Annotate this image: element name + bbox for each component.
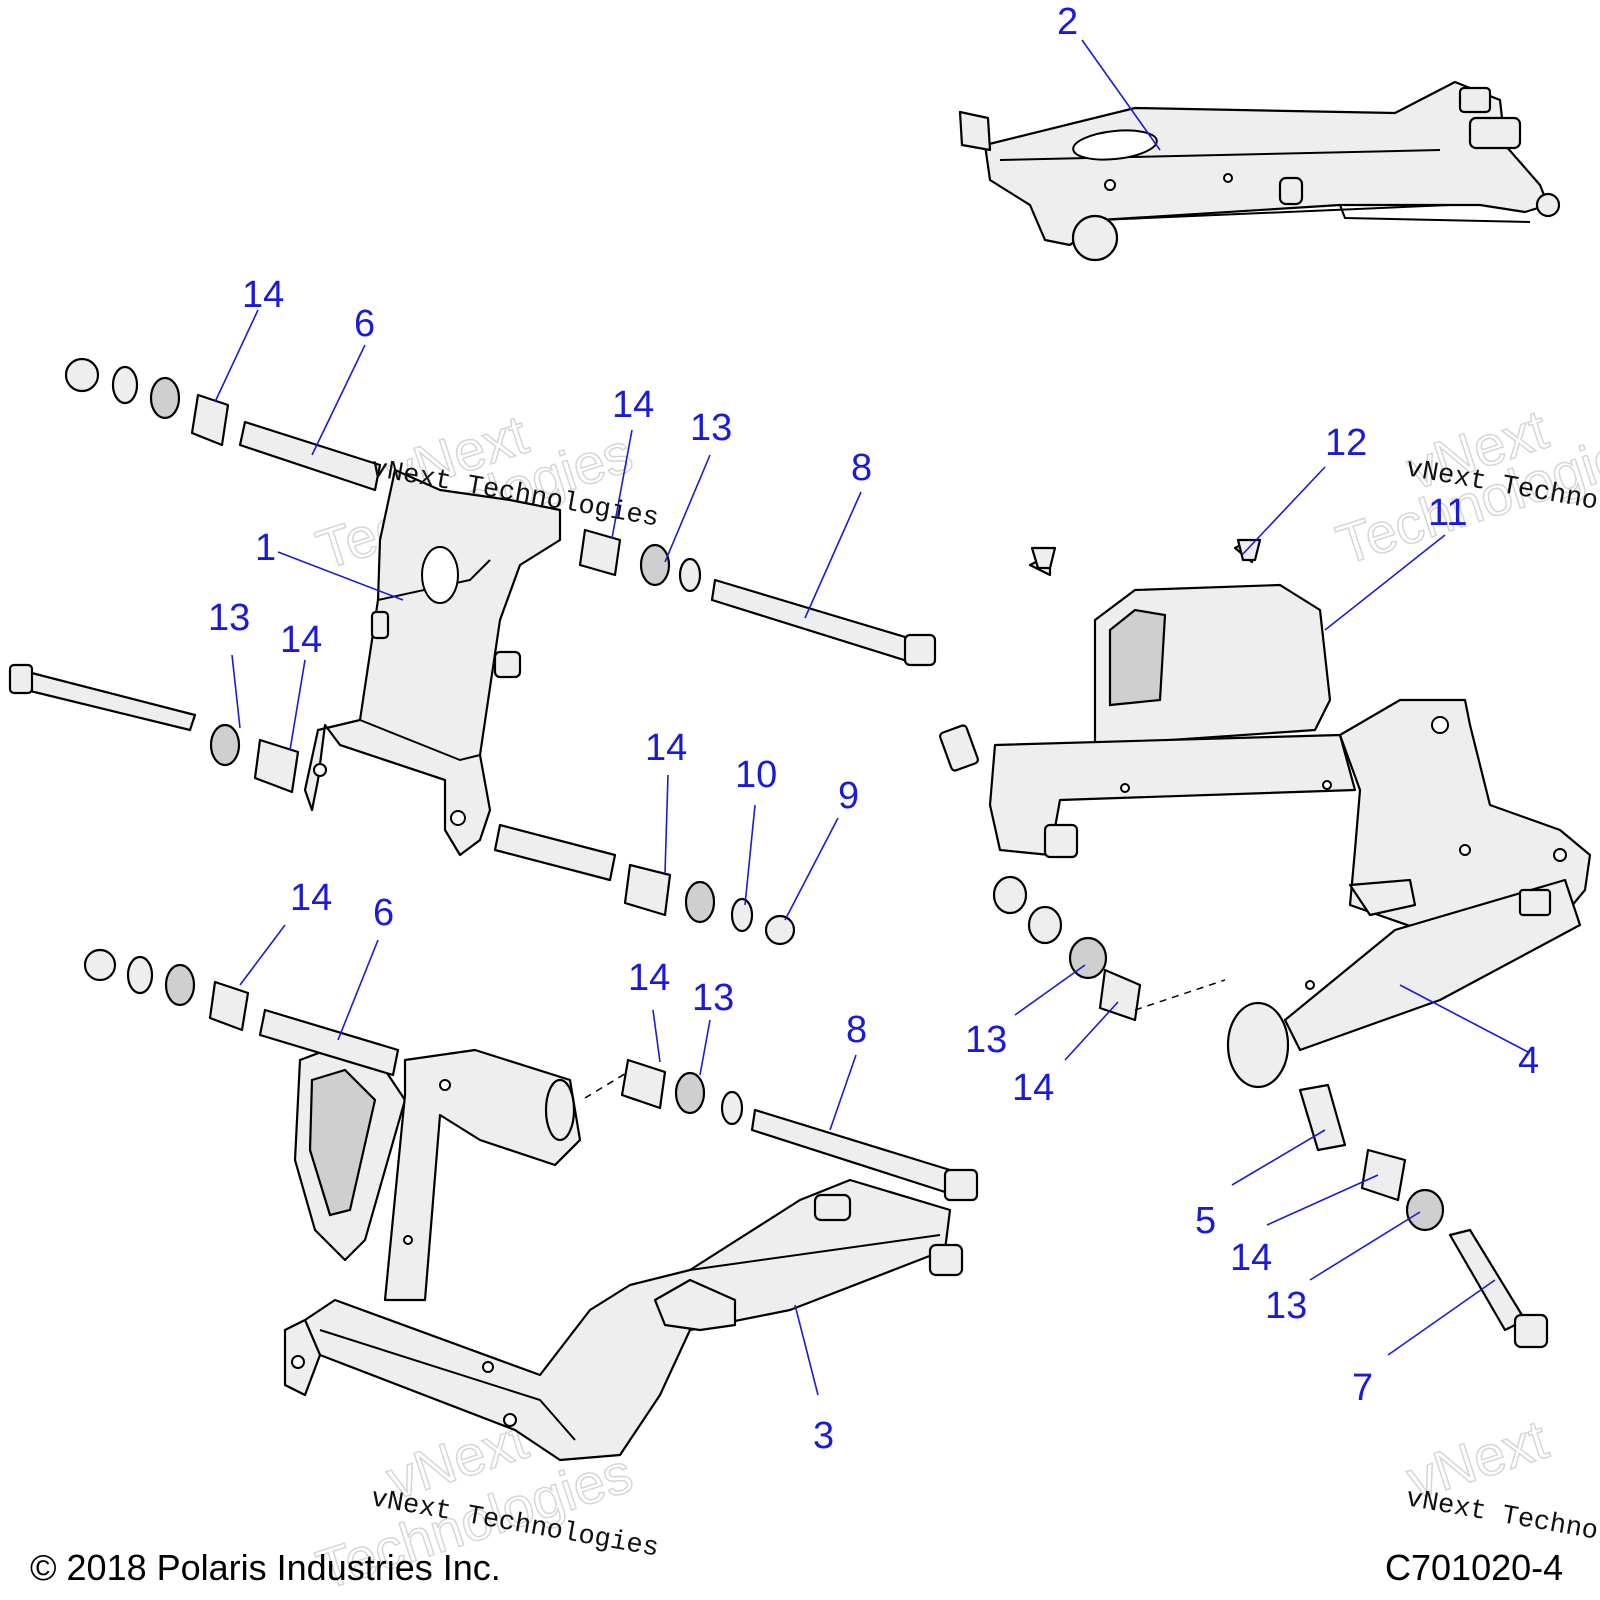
callout-13-e: 13 [1265,1285,1307,1327]
callout-4: 4 [1518,1040,1539,1082]
callout-13-d: 13 [965,1019,1007,1061]
callout-13-c: 13 [692,977,734,1019]
callout-7: 7 [1352,1367,1373,1409]
callout-2: 2 [1057,1,1078,43]
callout-14-f: 14 [628,957,670,999]
callout-13-b: 13 [208,597,250,639]
callout-14-b: 14 [612,384,654,426]
part-4-lower-arm [939,698,1592,1089]
callout-14-g: 14 [1012,1067,1054,1109]
callout-10: 10 [735,754,777,796]
part-3-lower-frame [283,1043,964,1462]
callout-6-a: 6 [354,303,375,345]
callout-11: 11 [1428,492,1467,534]
drawing-number: C701020-4 [1385,1547,1563,1588]
callout-5: 5 [1195,1200,1216,1242]
part-11-guard [1028,538,1332,747]
part-1-bracket [303,468,562,857]
part-2-upper-arm [958,80,1561,262]
callout-8-a: 8 [851,447,872,489]
alignment-lines [584,979,1226,1099]
callout-6-b: 6 [373,892,394,934]
hardware-group [8,357,1549,1349]
callout-13-a: 13 [690,407,732,449]
callout-14-a: 14 [242,274,284,316]
leader-lines [214,39,1529,1396]
copyright-text: © 2018 Polaris Industries Inc. [30,1547,501,1588]
callout-12: 12 [1325,422,1367,464]
callout-9: 9 [838,775,859,817]
callout-8-b: 8 [846,1009,867,1051]
callout-14-c: 14 [280,619,322,661]
callout-3: 3 [813,1415,834,1457]
callout-labels: 2 14 6 14 13 8 12 11 1 13 14 14 10 9 14 … [208,1,1539,1457]
callout-14-d: 14 [645,727,687,769]
callout-14-h: 14 [1230,1237,1272,1279]
callout-1: 1 [255,527,276,569]
callout-14-e: 14 [290,877,332,919]
